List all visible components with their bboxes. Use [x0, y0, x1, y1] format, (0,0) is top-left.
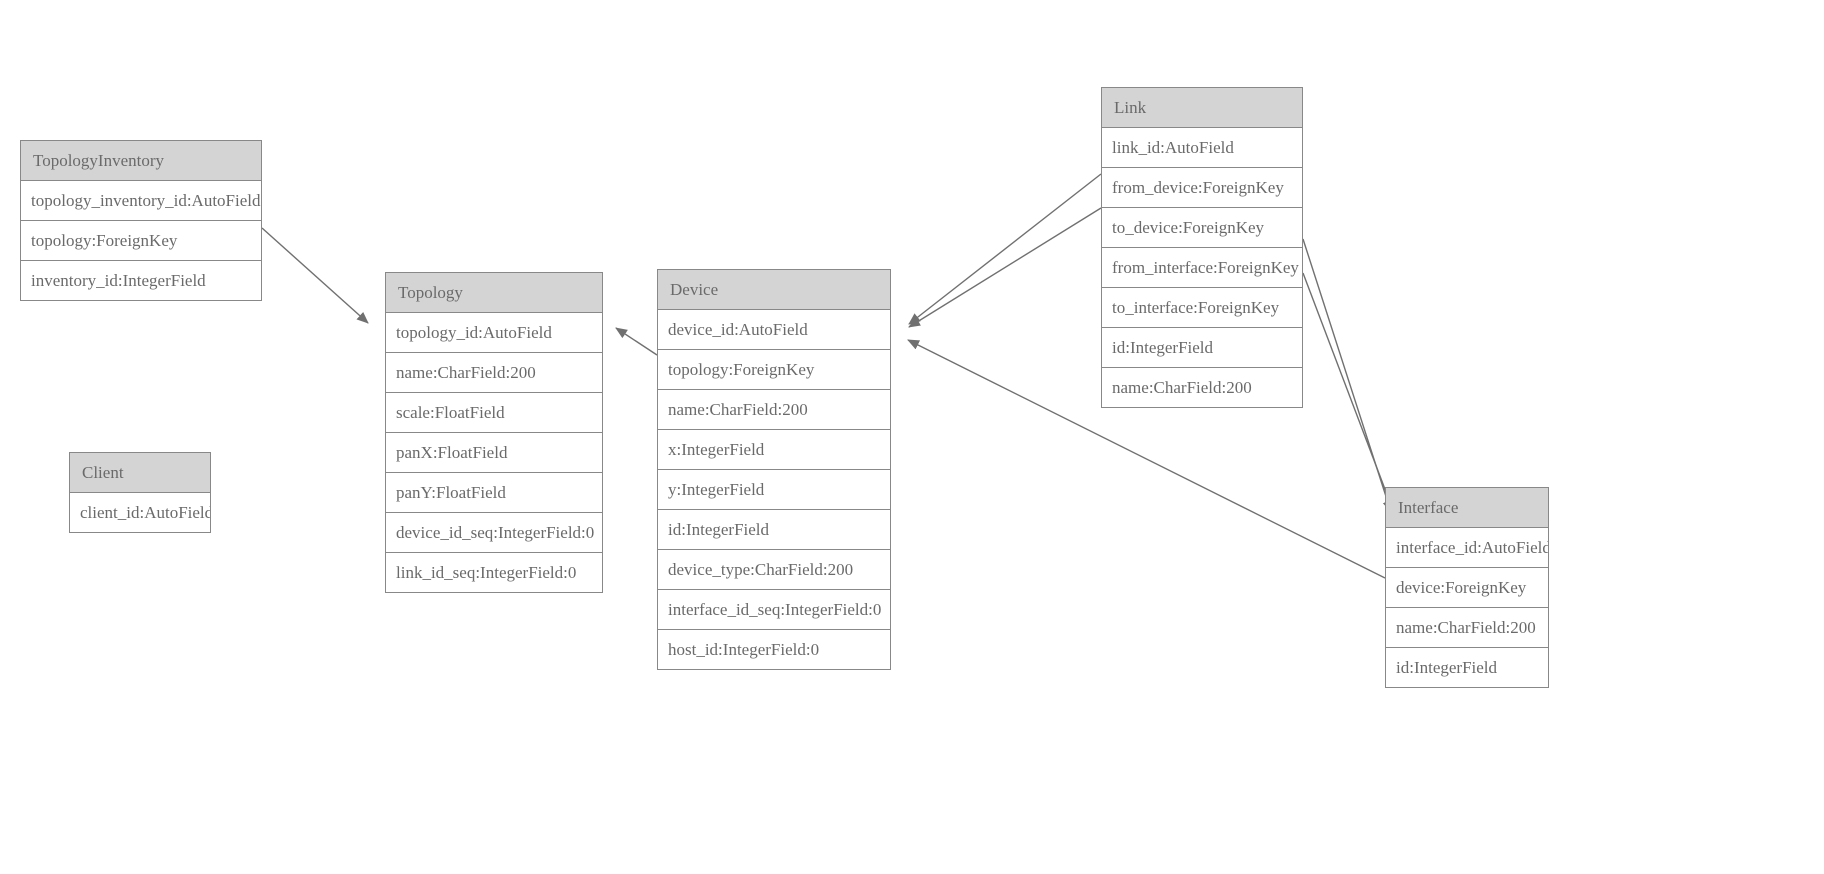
- edge-device-topology: [615, 327, 658, 356]
- entity-client[interactable]: Client client_id:AutoField: [69, 452, 211, 533]
- entity-title-interface: Interface: [1386, 488, 1548, 528]
- field-row[interactable]: id:IntegerField: [658, 510, 890, 550]
- field-row[interactable]: client_id:AutoField: [70, 493, 210, 532]
- field-row[interactable]: name:CharField:200: [658, 390, 890, 430]
- field-row[interactable]: name:CharField:200: [1386, 608, 1548, 648]
- field-row[interactable]: device_id_seq:IntegerField:0: [386, 513, 602, 553]
- edge-link-interface-to: [1302, 272, 1395, 514]
- field-row[interactable]: topology:ForeignKey: [658, 350, 890, 390]
- field-row[interactable]: x:IntegerField: [658, 430, 890, 470]
- entity-interface[interactable]: Interface interface_id:AutoField device:…: [1385, 487, 1549, 688]
- entity-fields-client: client_id:AutoField: [70, 493, 210, 532]
- field-row[interactable]: interface_id_seq:IntegerField:0: [658, 590, 890, 630]
- field-row[interactable]: name:CharField:200: [1102, 368, 1302, 407]
- entity-title-client: Client: [70, 453, 210, 493]
- field-row[interactable]: to_device:ForeignKey: [1102, 208, 1302, 248]
- entity-device[interactable]: Device device_id:AutoField topology:Fore…: [657, 269, 891, 670]
- field-row[interactable]: topology_inventory_id:AutoField: [21, 181, 261, 221]
- field-row[interactable]: inventory_id:IntegerField: [21, 261, 261, 300]
- entity-title-link: Link: [1102, 88, 1302, 128]
- entity-link[interactable]: Link link_id:AutoField from_device:Forei…: [1101, 87, 1303, 408]
- entity-fields-link: link_id:AutoField from_device:ForeignKey…: [1102, 128, 1302, 407]
- field-row[interactable]: panX:FloatField: [386, 433, 602, 473]
- entity-fields-topology: topology_id:AutoField name:CharField:200…: [386, 313, 602, 592]
- field-row[interactable]: interface_id:AutoField: [1386, 528, 1548, 568]
- edge-link-device-from: [908, 173, 1102, 325]
- entity-title-topology: Topology: [386, 273, 602, 313]
- entity-fields-interface: interface_id:AutoField device:ForeignKey…: [1386, 528, 1548, 687]
- field-row[interactable]: scale:FloatField: [386, 393, 602, 433]
- field-row[interactable]: host_id:IntegerField:0: [658, 630, 890, 669]
- entity-topology[interactable]: Topology topology_id:AutoField name:Char…: [385, 272, 603, 593]
- field-row[interactable]: device:ForeignKey: [1386, 568, 1548, 608]
- edge-link-device-to: [908, 207, 1102, 328]
- edge-link-interface-from: [1302, 238, 1393, 513]
- entity-topologyinventory[interactable]: TopologyInventory topology_inventory_id:…: [20, 140, 262, 301]
- entity-title-device: Device: [658, 270, 890, 310]
- field-row[interactable]: topology:ForeignKey: [21, 221, 261, 261]
- field-row[interactable]: link_id:AutoField: [1102, 128, 1302, 168]
- edge-topologyinventory-topology: [261, 227, 369, 324]
- field-row[interactable]: id:IntegerField: [1386, 648, 1548, 687]
- field-row[interactable]: y:IntegerField: [658, 470, 890, 510]
- field-row[interactable]: device_type:CharField:200: [658, 550, 890, 590]
- field-row[interactable]: topology_id:AutoField: [386, 313, 602, 353]
- field-row[interactable]: from_device:ForeignKey: [1102, 168, 1302, 208]
- field-row[interactable]: panY:FloatField: [386, 473, 602, 513]
- field-row[interactable]: id:IntegerField: [1102, 328, 1302, 368]
- entity-fields-device: device_id:AutoField topology:ForeignKey …: [658, 310, 890, 669]
- entity-title-topologyinventory: TopologyInventory: [21, 141, 261, 181]
- entity-fields-topologyinventory: topology_inventory_id:AutoField topology…: [21, 181, 261, 300]
- field-row[interactable]: from_interface:ForeignKey: [1102, 248, 1302, 288]
- field-row[interactable]: to_interface:ForeignKey: [1102, 288, 1302, 328]
- field-row[interactable]: name:CharField:200: [386, 353, 602, 393]
- field-row[interactable]: link_id_seq:IntegerField:0: [386, 553, 602, 592]
- field-row[interactable]: device_id:AutoField: [658, 310, 890, 350]
